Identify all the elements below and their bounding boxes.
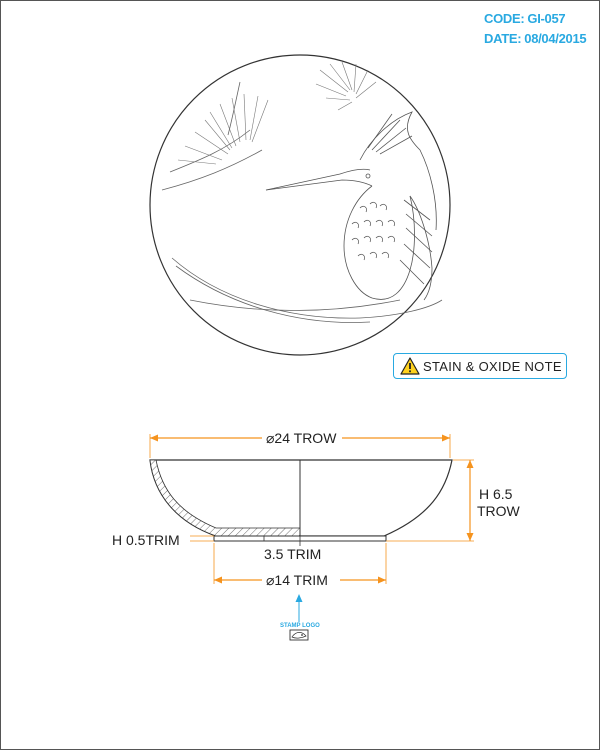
base-width-label: 3.5 TRIM [264,546,321,562]
base-height-label: H 0.5TRIM [112,532,180,548]
pine-needles [177,61,377,165]
date-value: 08/04/2015 [524,31,587,46]
dim-label-bg [262,429,342,447]
note-button-label: STAIN & OXIDE NOTE [423,358,562,374]
kingfisher-engraving [265,111,437,301]
stain-oxide-note-button[interactable]: STAIN & OXIDE NOTE [393,353,567,379]
stamp-logo-label: STAMP LOGO [280,623,320,629]
height-unit-label: TROW [477,503,521,519]
code-value: GI-057 [527,11,566,26]
dim-label-bg [262,571,340,589]
warning-icon [400,357,420,375]
outer-diameter-label: ⌀24 TROW [266,430,337,446]
foot-diameter-label: ⌀14 TRIM [266,572,328,588]
top-view [149,54,451,356]
height-label: H 6.5 [479,486,513,502]
product-code: CODE:GI-057 [484,11,566,26]
code-label: CODE: [484,11,525,26]
branch-engraving [161,81,443,323]
stamp-callout: STAMP LOGO [280,594,320,641]
stamp-logo-icon [289,629,309,641]
date-label: DATE: [484,31,522,46]
product-date: DATE:08/04/2015 [484,31,587,46]
side-elevation [149,459,453,546]
